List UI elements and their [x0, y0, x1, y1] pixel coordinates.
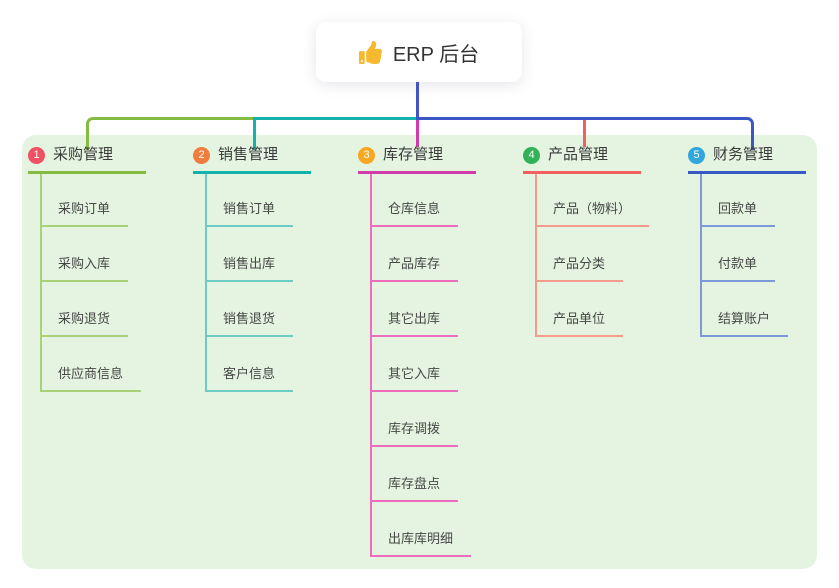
child-node-label[interactable]: 供应商信息: [42, 337, 142, 392]
root-node-label: ERP 后台: [392, 43, 480, 66]
child-node-label[interactable]: 回款单: [702, 174, 776, 227]
branch-header[interactable]: 1 采购管理: [28, 146, 146, 174]
branch-number-badge: 5: [688, 146, 705, 164]
child-node-label[interactable]: 其它入库: [372, 337, 459, 392]
branch-children: 销售订单销售出库销售退货客户信息: [205, 174, 294, 392]
branch-number-badge: 1: [28, 146, 45, 164]
branch-number-badge: 2: [193, 146, 210, 164]
branch-product: 4 产品管理 产品（物料）产品分类产品单位: [523, 146, 650, 337]
connector-line-inventory: [416, 120, 419, 147]
child-node-label[interactable]: 付款单: [702, 227, 776, 282]
branch-children: 仓库信息产品库存其它出库其它入库库存调拨库存盘点出库库明细: [370, 174, 472, 557]
child-node-label[interactable]: 采购订单: [42, 174, 129, 227]
connector-line-sales: [253, 117, 419, 150]
branch-finance: 5 财务管理 回款单付款单结算账户: [688, 146, 806, 337]
root-node[interactable]: ERP 后台: [316, 22, 522, 82]
branch-children: 产品（物料）产品分类产品单位: [535, 174, 650, 337]
child-node-label[interactable]: 采购入库: [42, 227, 129, 282]
branch-label: 销售管理: [218, 146, 279, 163]
child-node-label[interactable]: 出库库明细: [372, 502, 472, 557]
child-node-label[interactable]: 库存调拨: [372, 392, 459, 447]
child-node-label[interactable]: 产品分类: [537, 227, 624, 282]
branch-inventory: 3 库存管理 仓库信息产品库存其它出库其它入库库存调拨库存盘点出库库明细: [358, 146, 476, 557]
child-node-label[interactable]: 销售出库: [207, 227, 294, 282]
branch-label: 采购管理: [53, 146, 114, 163]
thumbs-up-icon: [358, 40, 382, 64]
child-node-label[interactable]: 产品（物料）: [537, 174, 650, 227]
branch-number-badge: 4: [523, 146, 540, 164]
branch-purchase: 1 采购管理 采购订单采购入库采购退货供应商信息: [28, 146, 146, 392]
branch-header[interactable]: 5 财务管理: [688, 146, 806, 174]
child-node-label[interactable]: 库存盘点: [372, 447, 459, 502]
root-stem-line: [416, 82, 419, 118]
child-node-label[interactable]: 其它出库: [372, 282, 459, 337]
child-node-label[interactable]: 结算账户: [702, 282, 789, 337]
branch-children: 回款单付款单结算账户: [700, 174, 789, 337]
background-panel: [22, 135, 817, 569]
child-node-label[interactable]: 客户信息: [207, 337, 294, 392]
branch-number-badge: 3: [358, 146, 375, 164]
connector-line-product: [583, 120, 586, 147]
branch-header[interactable]: 3 库存管理: [358, 146, 476, 174]
child-node-label[interactable]: 产品库存: [372, 227, 459, 282]
branch-header[interactable]: 4 产品管理: [523, 146, 641, 174]
child-node-label[interactable]: 销售订单: [207, 174, 294, 227]
child-node-label[interactable]: 产品单位: [537, 282, 624, 337]
branch-children: 采购订单采购入库采购退货供应商信息: [40, 174, 142, 392]
branch-header[interactable]: 2 销售管理: [193, 146, 311, 174]
connector-line-finance: [416, 117, 754, 150]
connector-line-purchase: [86, 117, 256, 150]
child-node-label[interactable]: 仓库信息: [372, 174, 459, 227]
branch-label: 库存管理: [383, 146, 444, 163]
child-node-label[interactable]: 销售退货: [207, 282, 294, 337]
branch-sales: 2 销售管理 销售订单销售出库销售退货客户信息: [193, 146, 311, 392]
child-node-label[interactable]: 采购退货: [42, 282, 129, 337]
branch-label: 财务管理: [713, 146, 774, 163]
branch-label: 产品管理: [548, 146, 609, 163]
